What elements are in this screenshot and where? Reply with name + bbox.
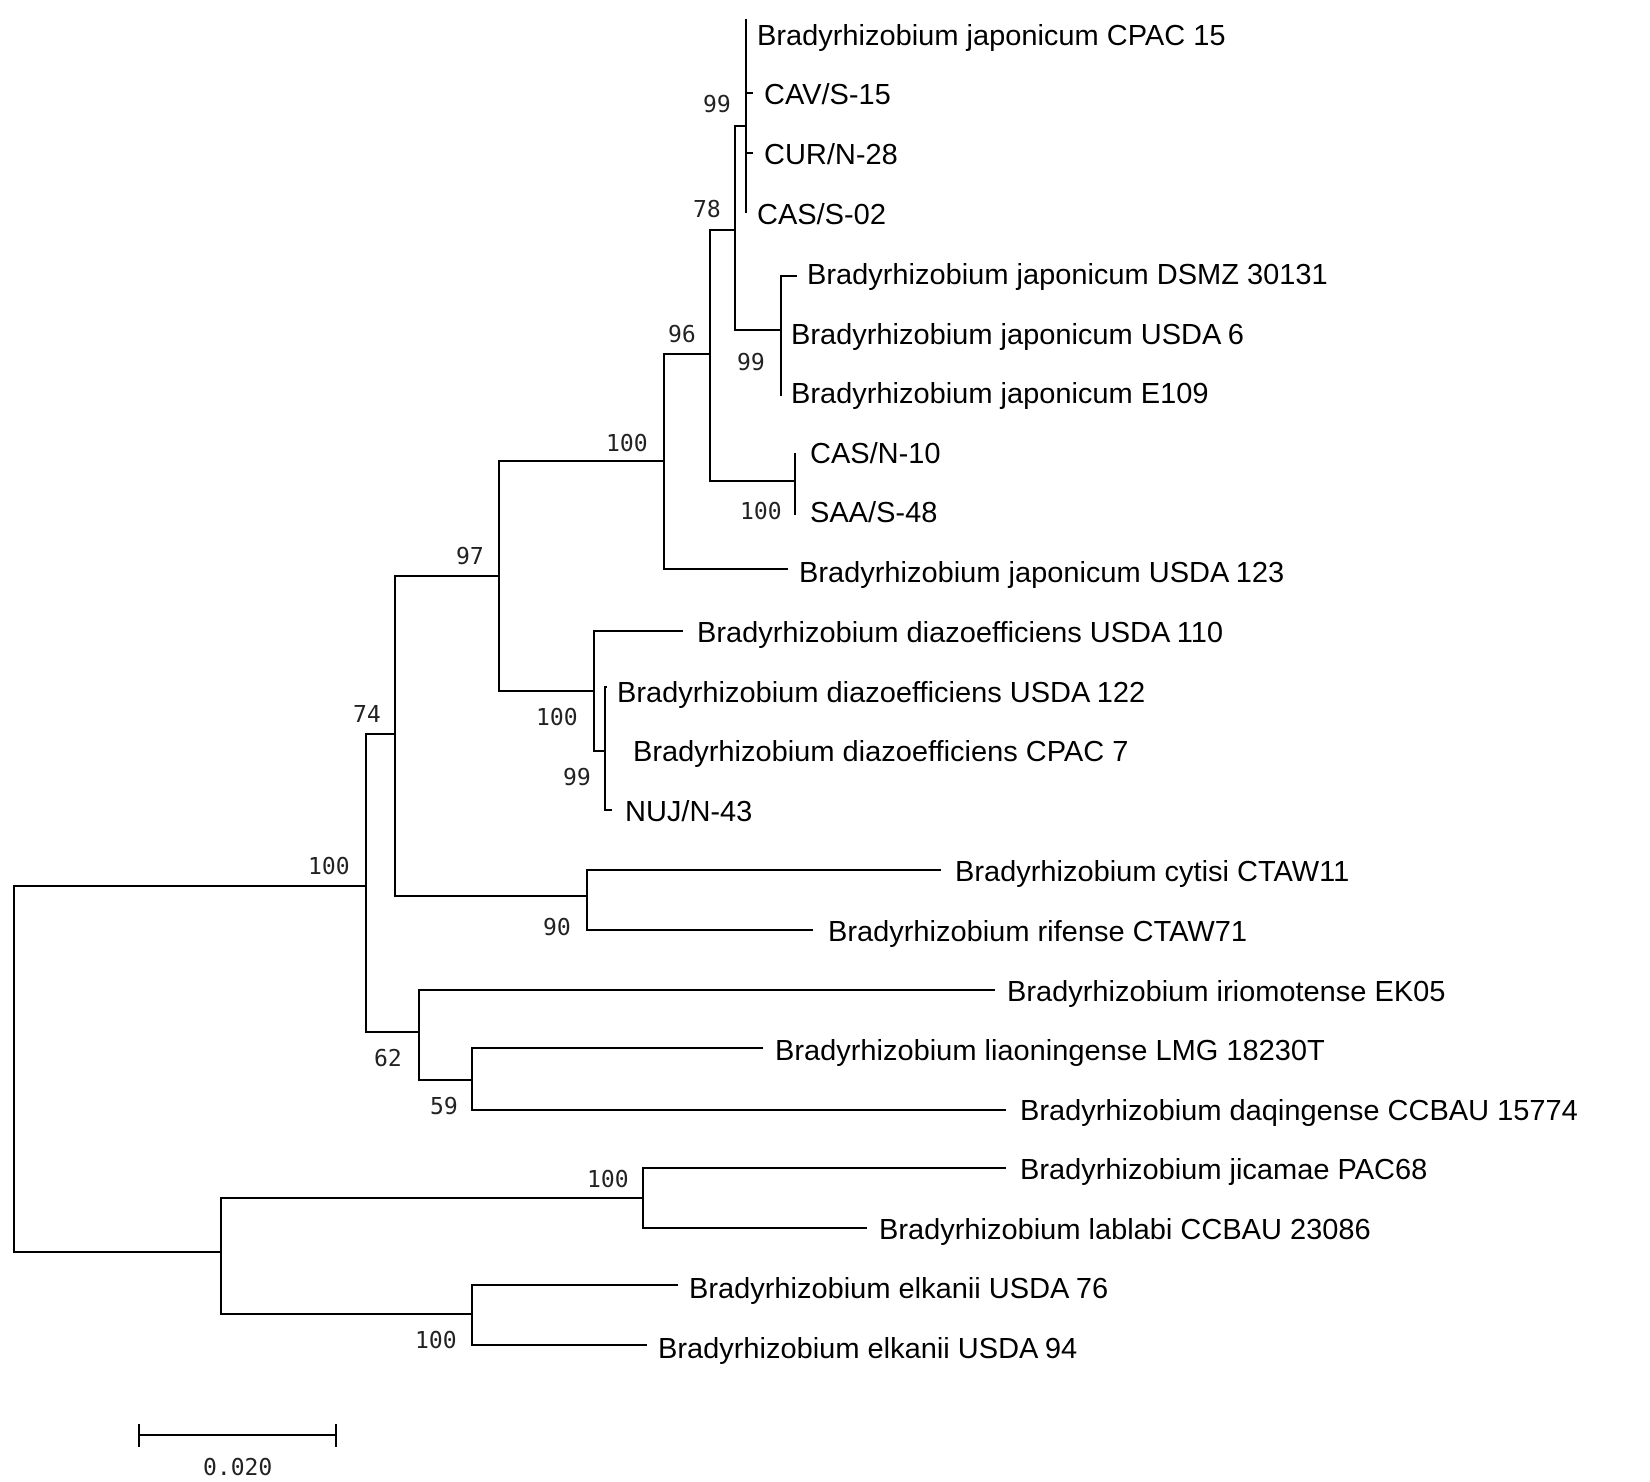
bootstrap-value: 96 bbox=[668, 322, 696, 348]
taxon-label: Bradyrhizobium elkanii USDA 94 bbox=[658, 1333, 1077, 1365]
taxon-label: Bradyrhizobium cytisi CTAW11 bbox=[955, 856, 1349, 888]
taxon-label: NUJ/N-43 bbox=[625, 796, 752, 828]
taxon-label: SAA/S-48 bbox=[810, 497, 937, 529]
bootstrap-value: 100 bbox=[308, 854, 350, 880]
taxon-labels: Bradyrhizobium japonicum CPAC 15 CAV/S-1… bbox=[617, 20, 1578, 1365]
bootstrap-value: 62 bbox=[374, 1046, 402, 1072]
bootstrap-value: 100 bbox=[536, 705, 578, 731]
bootstrap-value: 74 bbox=[353, 702, 381, 728]
bootstrap-value: 100 bbox=[415, 1328, 457, 1354]
taxon-label: CAV/S-15 bbox=[764, 79, 891, 111]
taxon-label: Bradyrhizobium rifense CTAW71 bbox=[828, 916, 1247, 948]
taxon-label: Bradyrhizobium lablabi CCBAU 23086 bbox=[879, 1214, 1371, 1246]
taxon-label: Bradyrhizobium japonicum DSMZ 30131 bbox=[807, 259, 1328, 291]
taxon-label: Bradyrhizobium iriomotense EK05 bbox=[1007, 976, 1445, 1008]
taxon-label: Bradyrhizobium diazoefficiens USDA 122 bbox=[617, 677, 1145, 709]
bootstrap-value: 100 bbox=[587, 1167, 629, 1193]
bootstrap-value: 78 bbox=[693, 197, 721, 223]
taxon-label: CUR/N-28 bbox=[764, 139, 898, 171]
bootstrap-value: 90 bbox=[543, 915, 571, 941]
taxon-label: CAS/S-02 bbox=[757, 199, 886, 231]
bootstrap-value: 97 bbox=[456, 544, 484, 570]
taxon-label: Bradyrhizobium japonicum E109 bbox=[791, 378, 1209, 410]
taxon-label: Bradyrhizobium diazoefficiens USDA 110 bbox=[697, 617, 1223, 649]
scale-bar: 0.020 bbox=[138, 1424, 337, 1481]
taxon-label: CAS/N-10 bbox=[810, 438, 941, 470]
bootstrap-value: 99 bbox=[703, 92, 731, 118]
taxon-label: Bradyrhizobium liaoningense LMG 18230T bbox=[775, 1035, 1325, 1067]
taxon-label: Bradyrhizobium japonicum USDA 123 bbox=[799, 557, 1284, 589]
bootstrap-value: 59 bbox=[430, 1094, 458, 1120]
bootstrap-value: 100 bbox=[606, 431, 648, 457]
taxon-label: Bradyrhizobium diazoefficiens CPAC 7 bbox=[633, 736, 1128, 768]
bootstrap-value: 100 bbox=[740, 499, 782, 525]
tree-branches bbox=[13, 19, 1006, 1346]
taxon-label: Bradyrhizobium daqingense CCBAU 15774 bbox=[1020, 1095, 1578, 1127]
scale-bar-label: 0.020 bbox=[203, 1455, 272, 1481]
taxon-label: Bradyrhizobium jicamae PAC68 bbox=[1020, 1154, 1427, 1186]
taxon-label: Bradyrhizobium japonicum CPAC 15 bbox=[757, 20, 1226, 52]
bootstrap-value: 99 bbox=[737, 350, 765, 376]
taxon-label: Bradyrhizobium japonicum USDA 6 bbox=[791, 319, 1244, 351]
bootstrap-labels: 99 78 99 96 100 100 97 100 99 74 100 90 … bbox=[308, 92, 782, 1354]
bootstrap-value: 99 bbox=[563, 765, 591, 791]
taxon-label: Bradyrhizobium elkanii USDA 76 bbox=[689, 1273, 1108, 1305]
